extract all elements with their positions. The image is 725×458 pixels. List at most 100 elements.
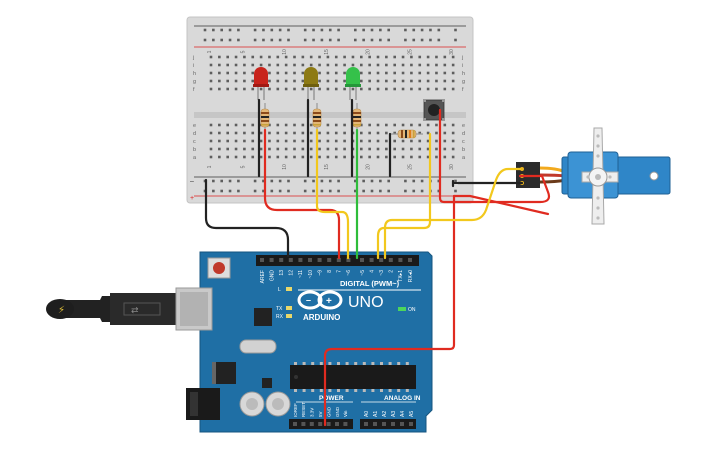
digital-pin-label: 7 [337,270,343,273]
logo-infinity-right [317,290,343,310]
wire-red-servo-power[interactable] [438,108,551,204]
header-pin[interactable] [391,422,395,426]
pushbutton[interactable] [423,99,445,121]
servo-shaft-screw [595,174,601,180]
header-pin[interactable] [369,258,374,262]
header-pin[interactable] [308,258,312,262]
wire-yellow-pin3[interactable] [376,132,432,260]
header-pin[interactable] [335,422,339,426]
wire-red-rail[interactable] [452,194,550,216]
rail-hole [228,28,232,32]
header-pin[interactable] [343,422,348,426]
breadboard-hole [218,63,221,67]
header-pin[interactable] [309,422,314,426]
breadboard-hole [401,55,405,59]
wire-gnd-black[interactable] [204,178,290,258]
led-red[interactable] [253,67,269,100]
header-pin[interactable] [408,258,412,262]
power-pin-label: GND [335,406,340,417]
header-pin[interactable] [326,422,331,426]
header-pin[interactable] [301,422,306,426]
chip-pin [354,362,358,365]
breadboard-hole [368,79,371,83]
header-pin[interactable] [373,422,377,426]
breadboard-hole [309,155,313,159]
breadboard-row-label-right: f [462,87,464,93]
header-pin[interactable] [298,258,303,262]
rail-hole [370,189,374,193]
digital-pin-label: 8 [327,270,333,273]
breadboard-row-label-left: i [193,63,194,69]
header-pin[interactable] [379,258,384,262]
arduino-brand: ARDUINO [303,313,340,322]
breadboard-hole [435,131,438,135]
header-pin[interactable] [382,422,386,426]
header-pin[interactable] [269,258,274,262]
breadboard-hole [226,87,229,91]
chip-pin [302,389,306,392]
breadboard-hole [276,147,280,151]
resistor-1[interactable] [260,103,270,130]
chip-pin [294,389,297,392]
header-pin[interactable] [279,258,284,262]
breadboard-hole [301,87,305,91]
wire-yellow-servo-signal[interactable] [383,167,522,260]
breadboard-hole [234,155,238,159]
rail-minus-label: – [190,178,194,185]
breadboard-hole [360,79,363,83]
breadboard-hole [284,139,288,143]
header-pin[interactable] [327,258,332,262]
breadboard-hole [284,87,288,91]
led-yellow[interactable] [303,67,319,100]
breadboard-channel [194,112,466,118]
header-pin[interactable] [318,422,323,426]
breadboard-hole [209,55,213,59]
breadboard-hole [268,131,271,135]
wire-red-5v[interactable] [323,194,456,427]
digital-pin-label: 12 [289,270,295,276]
logo-minus: – [306,295,311,305]
header-pin[interactable] [388,258,393,262]
rail-hole [303,28,307,32]
breadboard-col-label-top: 30 [449,49,455,55]
header-pin[interactable] [398,258,403,262]
reset-button-cap[interactable] [213,262,225,274]
breadboard-hole [301,79,305,83]
wire-yellow-pin7[interactable] [315,128,350,260]
resistor-1-band-1 [261,112,269,114]
header-pin[interactable] [288,258,293,262]
rail-hole [312,189,315,193]
wires [204,98,551,427]
breadboard-row-label-right: a [462,155,466,161]
header-pin[interactable] [364,422,368,426]
header-pin[interactable] [409,422,413,426]
header-pin[interactable] [317,258,322,262]
breadboard-hole [326,123,330,127]
led-green[interactable] [345,67,361,100]
header-pin[interactable] [346,258,351,262]
breadboard-hole [401,71,405,75]
wire-red-pin8[interactable] [263,128,341,260]
power-pin-label: 5V [318,411,323,417]
chip-pin [294,362,297,365]
header-pin[interactable] [336,258,341,262]
resistor-4-band-4 [413,130,415,138]
resistor-3[interactable] [352,103,362,130]
analog-pin-label: A4 [400,411,406,417]
chip-pin [311,389,315,392]
rail-hole [212,179,215,183]
breadboard-hole [334,155,338,159]
rail-hole [212,189,215,193]
rail-hole [437,28,441,32]
breadboard-hole [268,147,271,151]
header-pin[interactable] [260,258,264,262]
header-pin[interactable] [293,422,297,426]
rail-hole [354,28,357,32]
resistor-4[interactable] [391,129,423,139]
header-pin[interactable] [400,422,404,426]
rail-hole [287,179,290,183]
resistor-2[interactable] [312,103,322,130]
header-pin[interactable] [360,258,364,262]
breadboard-hole [418,55,422,59]
